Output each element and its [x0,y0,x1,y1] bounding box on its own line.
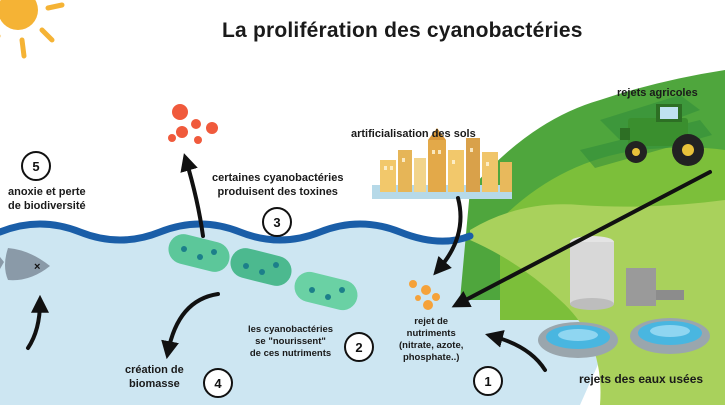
label-rejet-line4: phosphate..) [402,351,460,363]
label-toxines-line2: produisent des toxines [217,185,338,198]
sun-icon [0,0,65,59]
tractor-icon [620,104,704,166]
arrow-city-nutrients [433,196,463,276]
settling-basin-icon [538,318,710,358]
toxin-dots-icon [168,104,218,144]
label-biomasse-line2: biomasse [128,377,180,390]
step-badge-3: 3 [262,207,292,237]
arrow-fish [26,294,49,350]
label-toxines-line1: certaines cyanobactéries [212,172,344,184]
city-icon [372,128,512,199]
label-anoxie-line2: de biodiversité [8,199,86,212]
step-badge-1: 1 [473,366,503,396]
label-rejets-agricoles: rejets agricoles [617,87,698,99]
arrow-agri-nutrients [451,170,712,308]
label-rejet-line1: rejet de [414,316,449,327]
step-badge-5: 5 [21,151,51,181]
label-nourrissent-line2: se "nourissent" [255,335,326,347]
label-anoxie-line1: anoxie et perte [8,186,86,198]
label-anoxie: anoxie et perte de biodiversité [8,186,86,214]
svg-text:×: × [34,261,40,273]
arrow-toxins [180,153,205,238]
label-biomasse-line1: création de [125,364,184,376]
fish-icon: × [0,248,50,281]
cyanobacteria-icon [168,234,358,311]
label-rejet-line2: nutriments [406,327,456,339]
arrow-wastewater [485,330,547,372]
water-surface-wave [0,220,474,245]
label-creation-biomasse: création de biomasse [125,364,184,392]
label-nourrissent: les cyanobactéries se "nourissent" de ce… [248,324,333,360]
diagram-title: La prolifération des cyanobactéries [222,19,583,42]
step-badge-4: 4 [203,368,233,398]
label-artificialisation: artificialisation des sols [351,128,476,140]
label-nourrissent-line1: les cyanobactéries [248,324,334,335]
label-rejet-nutriments: rejet de nutriments (nitrate, azote, pho… [399,316,463,364]
label-rejet-line3: (nitrate, azote, [399,339,464,351]
step-badge-2: 2 [344,332,374,362]
arrow-biomass [161,292,220,360]
nutrient-dots-icon [409,280,440,310]
label-nourrissent-line3: de ces nutriments [249,347,332,359]
water-tank-icon [570,236,684,310]
label-rejets-eaux-usees: rejets des eaux usées [579,372,704,386]
label-toxines: certaines cyanobactéries produisent des … [212,172,343,200]
